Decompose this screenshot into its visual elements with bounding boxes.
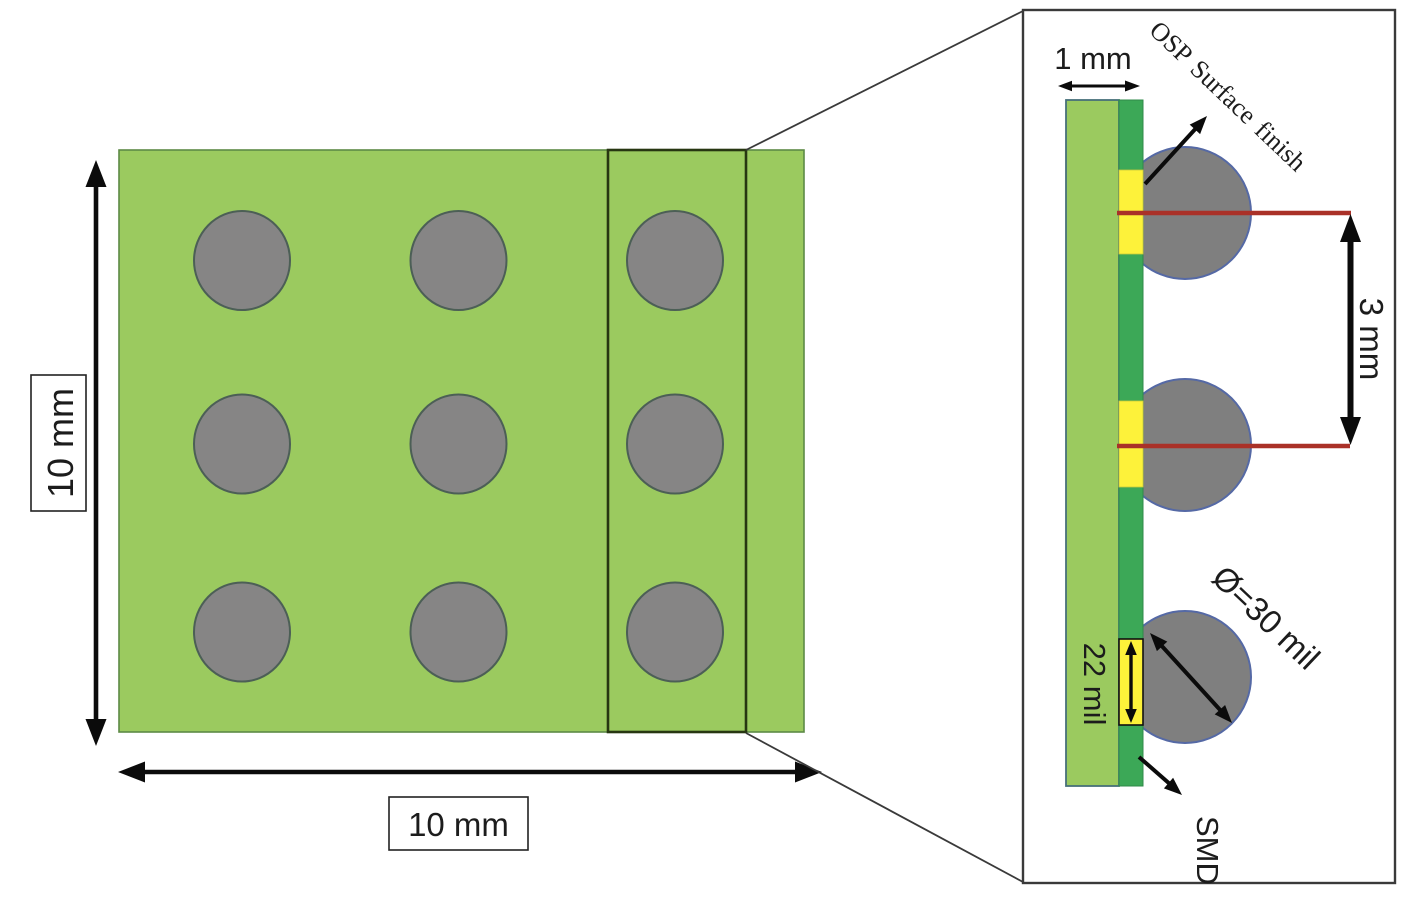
svg-text:22 mil: 22 mil [1077,643,1112,726]
svg-text:10 mm: 10 mm [408,806,509,843]
svg-text:1 mm: 1 mm [1054,41,1132,76]
svg-text:10 mm: 10 mm [40,388,81,498]
svg-text:3 mm: 3 mm [1353,298,1390,381]
svg-text:SMD: SMD [1190,816,1225,885]
